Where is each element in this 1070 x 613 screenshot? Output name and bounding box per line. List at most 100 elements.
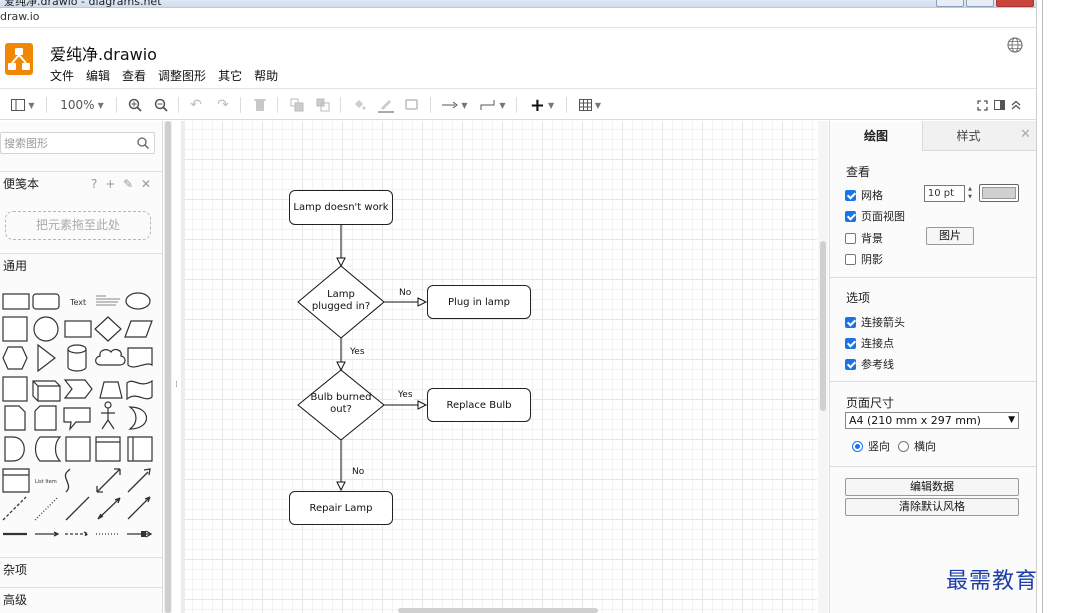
fill-color-button[interactable] bbox=[350, 95, 368, 115]
zoom-out-button[interactable] bbox=[152, 95, 170, 115]
shape-bidirectional-connector[interactable] bbox=[97, 497, 121, 520]
shape-document[interactable] bbox=[127, 347, 153, 368]
scratchpad-dropzone[interactable]: 把元素拖至此处 bbox=[5, 211, 151, 240]
shadow-checkbox-box[interactable] bbox=[845, 253, 856, 265]
sidebar-splitter-handle[interactable]: ⁞ bbox=[175, 380, 178, 390]
shape-search-input[interactable] bbox=[4, 135, 134, 151]
node-bulb-burned-out-label[interactable]: Bulb burned out? bbox=[310, 392, 372, 415]
node-repair-lamp[interactable]: Repair Lamp bbox=[289, 491, 393, 525]
grid-color-button[interactable] bbox=[979, 184, 1019, 202]
to-back-button[interactable] bbox=[314, 95, 332, 115]
shape-swimlane[interactable] bbox=[95, 436, 121, 462]
shape-ellipse[interactable] bbox=[125, 292, 151, 310]
to-front-button[interactable] bbox=[288, 95, 306, 115]
page-view-checkbox-box[interactable] bbox=[845, 210, 856, 222]
edge-label-yes-1[interactable]: Yes bbox=[349, 347, 366, 357]
zoom-in-button[interactable] bbox=[126, 95, 144, 115]
grid-checkbox-box[interactable] bbox=[845, 189, 856, 201]
decision-bulb-shape[interactable] bbox=[297, 369, 385, 441]
shape-process[interactable] bbox=[64, 320, 92, 338]
shape-circle[interactable] bbox=[33, 316, 59, 342]
guides-box[interactable] bbox=[845, 358, 856, 370]
shape-dashed-arrow[interactable] bbox=[65, 531, 90, 537]
shape-text[interactable]: Text bbox=[69, 298, 86, 307]
diagram-canvas[interactable]: Lamp doesn't work Lamp plugged in? Plug … bbox=[185, 121, 817, 613]
address-bar[interactable]: draw.io bbox=[0, 8, 1036, 28]
menu-extras[interactable]: 其它 bbox=[218, 69, 243, 83]
format-panel-toggle[interactable] bbox=[992, 95, 1006, 115]
close-panel-icon[interactable]: ✕ bbox=[1014, 121, 1037, 151]
shape-step[interactable] bbox=[63, 379, 93, 399]
shape-square[interactable] bbox=[2, 316, 28, 342]
shape-rounded-rectangle[interactable] bbox=[32, 293, 60, 310]
file-title[interactable]: 爱纯净.drawio bbox=[50, 45, 157, 64]
shape-rectangle[interactable] bbox=[2, 293, 30, 310]
connection-style-dropdown[interactable]: ▼ bbox=[440, 95, 470, 115]
grid-size-stepper[interactable]: ▲▼ bbox=[968, 186, 972, 200]
shape-callout[interactable] bbox=[63, 407, 91, 431]
shape-container[interactable] bbox=[127, 436, 153, 462]
sidebar-scroll-thumb[interactable] bbox=[165, 121, 171, 613]
node-lamp-plugged-in-label[interactable]: Lamp plugged in? bbox=[311, 289, 371, 312]
waypoints-dropdown[interactable]: ▼ bbox=[478, 95, 508, 115]
scratchpad-header[interactable]: 便笺本 ? + ✎ ✕ bbox=[0, 171, 162, 195]
connection-points-box[interactable] bbox=[845, 337, 856, 349]
redo-button[interactable]: ↷ bbox=[214, 95, 232, 115]
shape-dashed-line[interactable] bbox=[2, 496, 27, 521]
portrait-radio[interactable]: 竖向 bbox=[852, 438, 890, 454]
undo-button[interactable]: ↶ bbox=[187, 95, 205, 115]
shape-line[interactable] bbox=[65, 496, 90, 521]
edit-data-button[interactable]: 编辑数据 bbox=[845, 478, 1019, 496]
page-view-checkbox[interactable]: 页面视图 bbox=[845, 208, 905, 224]
grid-checkbox[interactable]: 网格 bbox=[845, 187, 883, 203]
shape-cylinder[interactable] bbox=[67, 344, 87, 372]
tab-style[interactable]: 样式 bbox=[922, 121, 1014, 151]
edge-label-no-2[interactable]: No bbox=[351, 467, 366, 477]
delete-button[interactable] bbox=[251, 95, 269, 115]
menu-help[interactable]: 帮助 bbox=[254, 69, 279, 83]
collapse-toolbar-button[interactable] bbox=[1009, 95, 1023, 115]
insert-dropdown[interactable]: +▼ bbox=[529, 94, 555, 116]
clear-default-style-button[interactable]: 清除默认风格 bbox=[845, 498, 1019, 516]
view-panels-button[interactable]: ▼ bbox=[8, 95, 38, 115]
minimize-button[interactable] bbox=[936, 0, 964, 7]
language-globe-icon[interactable] bbox=[1006, 36, 1024, 54]
node-plug-in-lamp[interactable]: Plug in lamp bbox=[427, 285, 531, 319]
decision-plugged-shape[interactable] bbox=[297, 265, 385, 339]
background-image-button[interactable]: 图片 bbox=[926, 227, 974, 245]
background-checkbox[interactable]: 背景 bbox=[845, 230, 883, 246]
shape-triangle[interactable] bbox=[37, 343, 56, 373]
landscape-radio[interactable]: 横向 bbox=[898, 438, 936, 454]
canvas-scroll-thumb[interactable] bbox=[820, 241, 826, 411]
shape-curve[interactable] bbox=[64, 468, 71, 493]
shape-link-arrow[interactable] bbox=[35, 531, 60, 537]
shape-square-2[interactable] bbox=[65, 436, 91, 462]
shape-note[interactable] bbox=[4, 405, 26, 431]
paper-size-select[interactable]: A4 (210 mm x 297 mm)▼ bbox=[845, 412, 1019, 429]
table-dropdown[interactable]: ▼ bbox=[575, 95, 605, 115]
shape-cloud[interactable] bbox=[95, 348, 126, 366]
line-color-button[interactable] bbox=[376, 95, 396, 115]
misc-section-header[interactable]: 杂项 bbox=[0, 557, 162, 581]
shape-parallelogram[interactable] bbox=[124, 320, 153, 338]
general-section-header[interactable]: 通用 bbox=[0, 253, 162, 277]
connection-arrows-box[interactable] bbox=[845, 316, 856, 328]
shape-internal-storage[interactable] bbox=[2, 376, 28, 402]
portrait-radio-dot[interactable] bbox=[852, 440, 863, 452]
node-lamp-doesnt-work[interactable]: Lamp doesn't work bbox=[289, 190, 393, 225]
shadow-button[interactable] bbox=[403, 95, 421, 115]
shape-or[interactable] bbox=[128, 406, 147, 430]
shape-connector-with-label[interactable] bbox=[127, 530, 153, 538]
close-button[interactable] bbox=[996, 0, 1034, 7]
shape-delay[interactable] bbox=[4, 436, 25, 462]
edge-label-no-1[interactable]: No bbox=[398, 288, 413, 298]
landscape-radio-dot[interactable] bbox=[898, 440, 909, 452]
shape-hexagon[interactable] bbox=[2, 346, 28, 370]
maximize-button[interactable] bbox=[966, 0, 994, 7]
advanced-section-header[interactable]: 高级 bbox=[0, 587, 162, 611]
shape-stored-data[interactable] bbox=[34, 436, 62, 462]
shape-dotted-line[interactable] bbox=[34, 496, 59, 521]
shape-bidirectional-arrow[interactable] bbox=[96, 468, 121, 493]
canvas-vertical-scrollbar[interactable] bbox=[818, 121, 828, 613]
menu-arrange[interactable]: 调整图形 bbox=[158, 69, 207, 83]
